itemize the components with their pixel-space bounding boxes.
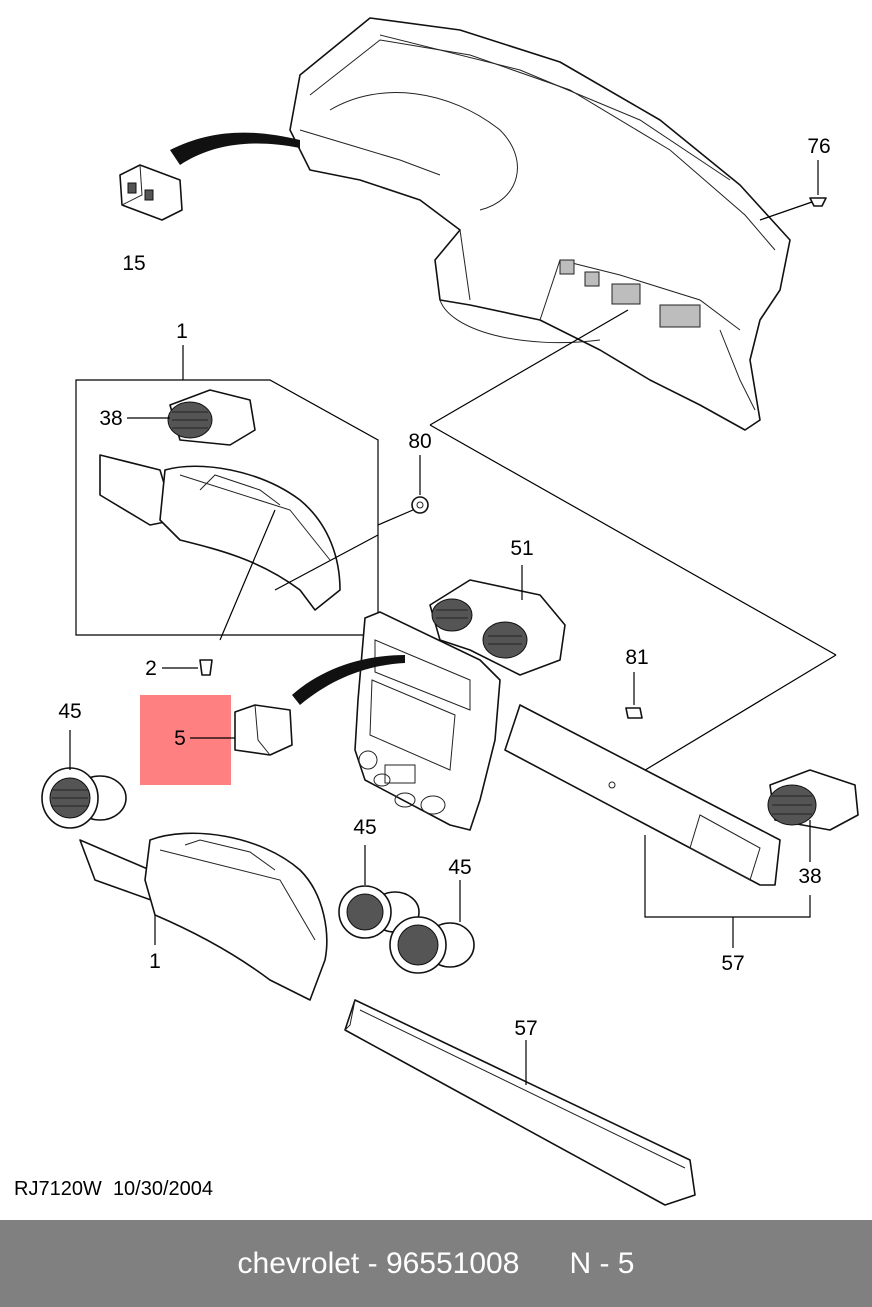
- part-80-clip: [377, 455, 429, 526]
- callout-38-right: 38: [798, 865, 821, 888]
- part-57-trim-bottom: [344, 999, 696, 1206]
- callout-51: 51: [510, 537, 533, 560]
- part-57-trim-right: [504, 704, 811, 948]
- part-81-clip: [625, 672, 643, 719]
- part-1-cluster-lower: [79, 832, 328, 1001]
- arrow-to-bezel: [292, 655, 405, 705]
- part-5-highlight: [140, 695, 231, 785]
- leader-dash-80: [429, 309, 629, 426]
- document-reference: RJ7120W 10/30/2004: [14, 1178, 213, 1201]
- cluster-housing: [99, 454, 379, 641]
- center-console-bezel: [354, 611, 501, 831]
- callout-15: 15: [122, 252, 145, 275]
- footer-part-number: 96551008: [385, 1246, 520, 1280]
- callout-76: 76: [807, 135, 830, 158]
- part-45-vents-center: [338, 845, 475, 974]
- footer-brand: chevrolet: [237, 1246, 360, 1280]
- callout-45-center: 45: [353, 816, 376, 839]
- doc-code: RJ7120W: [14, 1178, 102, 1200]
- callout-81: 81: [625, 646, 648, 669]
- callout-2: 2: [145, 657, 157, 680]
- part-51-vents: [429, 565, 566, 676]
- callout-38-upper: 38: [99, 407, 122, 430]
- footer-bar: chevrolet - 96551008 N - 5: [0, 1220, 872, 1307]
- group-1-box: [75, 345, 379, 636]
- parts-diagram: 76 15 1 38 80 51 2 81 45 5 38 45 45 1 57…: [41, 17, 859, 1206]
- doc-date: 10/30/2004: [112, 1178, 214, 1200]
- part-2-screw: [162, 659, 213, 676]
- arrow-to-dashboard: [170, 132, 300, 165]
- dashboard-panel: [289, 17, 791, 431]
- callout-57-right: 57: [721, 952, 744, 975]
- callout-1-upper: 1: [176, 320, 188, 343]
- part-15-switch: [119, 164, 183, 221]
- footer-position: N - 5: [569, 1246, 635, 1280]
- callout-45-right: 45: [448, 856, 471, 879]
- callout-45-left: 45: [58, 700, 81, 723]
- callout-1-lower: 1: [149, 950, 161, 973]
- part-76-screw: [759, 160, 827, 221]
- callout-57-bottom: 57: [514, 1017, 537, 1040]
- part-38-vent-right: [767, 769, 859, 862]
- part-5-switch: [190, 704, 293, 756]
- callout-80: 80: [408, 430, 431, 453]
- part-38-vent-upper: [127, 389, 256, 446]
- leader-dash-57: [429, 424, 837, 656]
- part-45-vent-left: [41, 730, 127, 829]
- leader-57-panel: [611, 654, 837, 791]
- callout-5: 5: [174, 727, 186, 750]
